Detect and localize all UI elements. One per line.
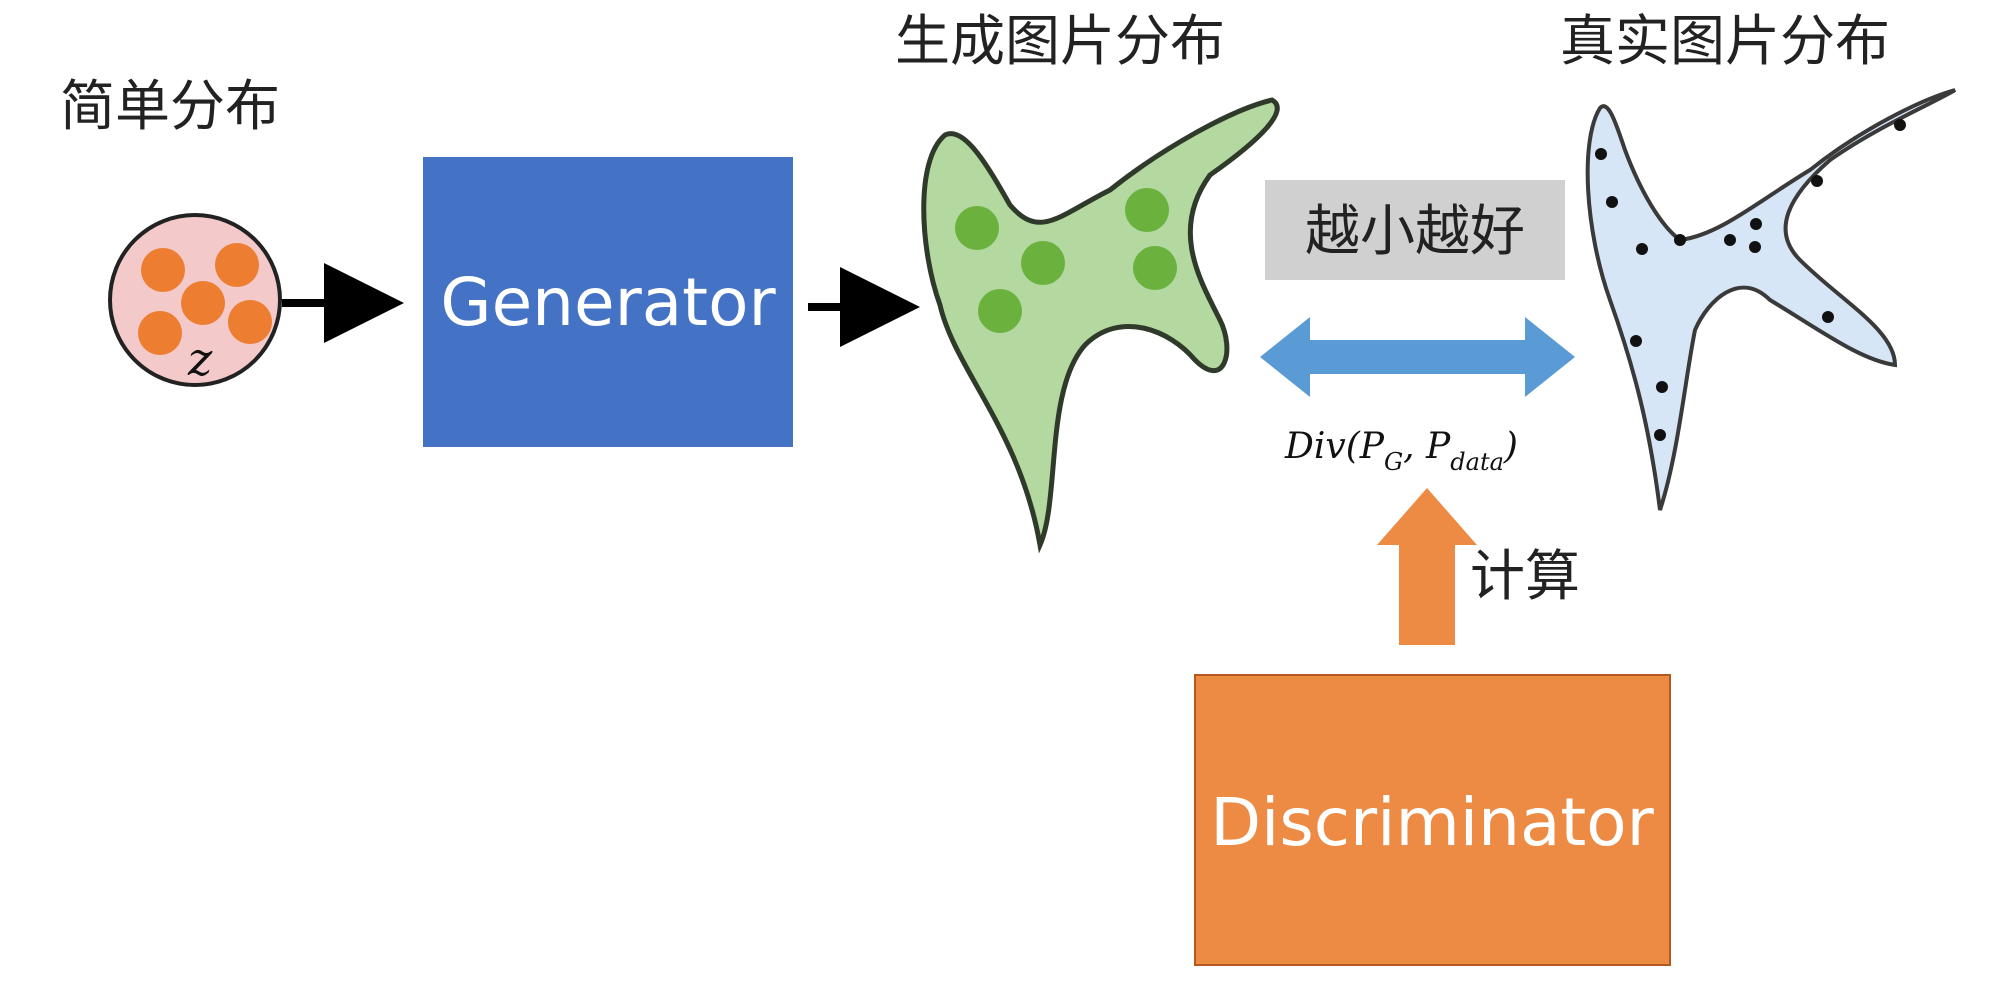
compute-arrow — [1377, 488, 1477, 645]
generated-dot — [955, 206, 999, 250]
real-dot — [1724, 234, 1736, 246]
generated-dot — [1125, 188, 1169, 232]
real-dot — [1894, 119, 1906, 131]
real-blob — [1585, 88, 1957, 511]
latent-dot — [141, 248, 185, 292]
latent-distribution: z — [108, 213, 282, 387]
generated-blob — [921, 97, 1280, 554]
real-distribution — [1585, 88, 1957, 511]
generator-label: Generator — [440, 264, 776, 341]
latent-variable-z: z — [187, 332, 213, 386]
real-dot — [1595, 148, 1607, 160]
real-dot — [1630, 335, 1642, 347]
divergence-func: Div(P — [1284, 426, 1385, 467]
generated-distribution — [921, 97, 1280, 554]
discriminator-label: Discriminator — [1210, 784, 1654, 861]
smaller-better-label: 越小越好 — [1305, 199, 1525, 263]
generated-dot — [1021, 241, 1065, 285]
generator-box: Generator — [423, 157, 793, 447]
generator-rect — [423, 157, 793, 447]
divergence-sub-data: data — [1450, 448, 1504, 476]
real-dot — [1750, 218, 1762, 230]
divergence-close: ) — [1503, 426, 1518, 467]
compute-label: 计算 — [1470, 544, 1580, 608]
real-dot — [1636, 243, 1648, 255]
real-dot — [1822, 311, 1834, 323]
real-dot — [1811, 175, 1823, 187]
generated-distribution-label: 生成图片分布 — [895, 9, 1225, 73]
latent-dot — [215, 243, 259, 287]
divergence-double-arrow — [1260, 317, 1575, 397]
divergence-comma: , P — [1403, 426, 1451, 467]
simple-distribution-label: 简单分布 — [60, 74, 280, 138]
divergence-sub-g: G — [1384, 448, 1403, 476]
generated-dot — [1133, 246, 1177, 290]
smaller-better-rect — [1265, 180, 1565, 280]
real-dot — [1656, 381, 1668, 393]
real-distribution-label: 真实图片分布 — [1560, 9, 1890, 73]
real-dot — [1606, 196, 1618, 208]
latent-dot — [138, 311, 182, 355]
generated-dot — [978, 289, 1022, 333]
divergence-formula: Div(PG, Pdata) — [1284, 426, 1518, 476]
real-dot — [1749, 241, 1761, 253]
real-dot — [1674, 234, 1686, 246]
latent-dot — [228, 300, 272, 344]
latent-dot — [181, 281, 225, 325]
discriminator-box: Discriminator — [1194, 674, 1671, 966]
real-dot — [1654, 429, 1666, 441]
smaller-better-box: 越小越好 — [1265, 180, 1565, 280]
discriminator-rect — [1194, 674, 1671, 966]
